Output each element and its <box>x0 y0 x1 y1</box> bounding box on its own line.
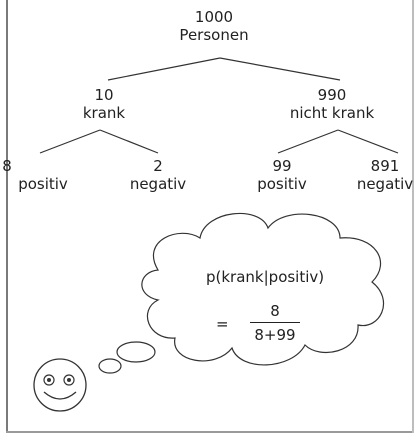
node-healthy-positive-label: positiv <box>257 175 307 193</box>
node-sick-count: 10 <box>94 86 114 104</box>
edge-healthy-neg <box>337 129 399 154</box>
node-healthy-negative: 891 negativ <box>357 157 413 193</box>
edge-sick-neg <box>99 129 159 154</box>
node-root-label: Personen <box>179 26 249 44</box>
edge-healthy-pos <box>277 129 339 154</box>
smiley-icon <box>33 358 87 412</box>
frame-border-right <box>412 0 414 433</box>
node-sick-negative-count: 2 <box>153 157 163 175</box>
probability-expression: p(krank|positiv) <box>206 268 325 286</box>
edge-sick-pos <box>39 129 101 154</box>
fraction-bar <box>250 322 300 323</box>
node-sick: 10 krank <box>83 86 125 122</box>
node-sick-positive: 8 positiv <box>2 157 68 193</box>
frame-border-left <box>6 0 8 433</box>
fraction-denominator: 8+99 <box>254 326 296 344</box>
node-healthy-negative-count: 891 <box>370 157 400 175</box>
edge-root-sick <box>107 57 221 81</box>
node-sick-negative: 2 negativ <box>130 157 186 193</box>
frame-border-bottom <box>6 431 414 433</box>
node-healthy-positive-count: 99 <box>272 157 292 175</box>
cloud-shape <box>141 212 384 366</box>
node-healthy-positive: 99 positiv <box>257 157 307 193</box>
fraction-numerator: 8 <box>270 302 280 320</box>
node-healthy-count: 990 <box>317 86 347 104</box>
node-sick-positive-count: 8 <box>2 157 12 175</box>
thought-bubble-large <box>116 341 156 363</box>
node-healthy: 990 nicht krank <box>290 86 374 122</box>
edge-root-healthy <box>219 57 341 81</box>
thought-bubble-small <box>98 358 122 374</box>
equals-sign: = <box>216 315 229 333</box>
node-sick-positive-label: positiv <box>18 175 68 193</box>
node-root-count: 1000 <box>194 8 234 26</box>
node-healthy-label: nicht krank <box>289 104 375 122</box>
node-sick-label: krank <box>82 104 126 122</box>
node-sick-negative-label: negativ <box>129 175 187 193</box>
node-root: 1000 Personen <box>179 8 248 44</box>
node-healthy-negative-label: negativ <box>356 175 414 193</box>
